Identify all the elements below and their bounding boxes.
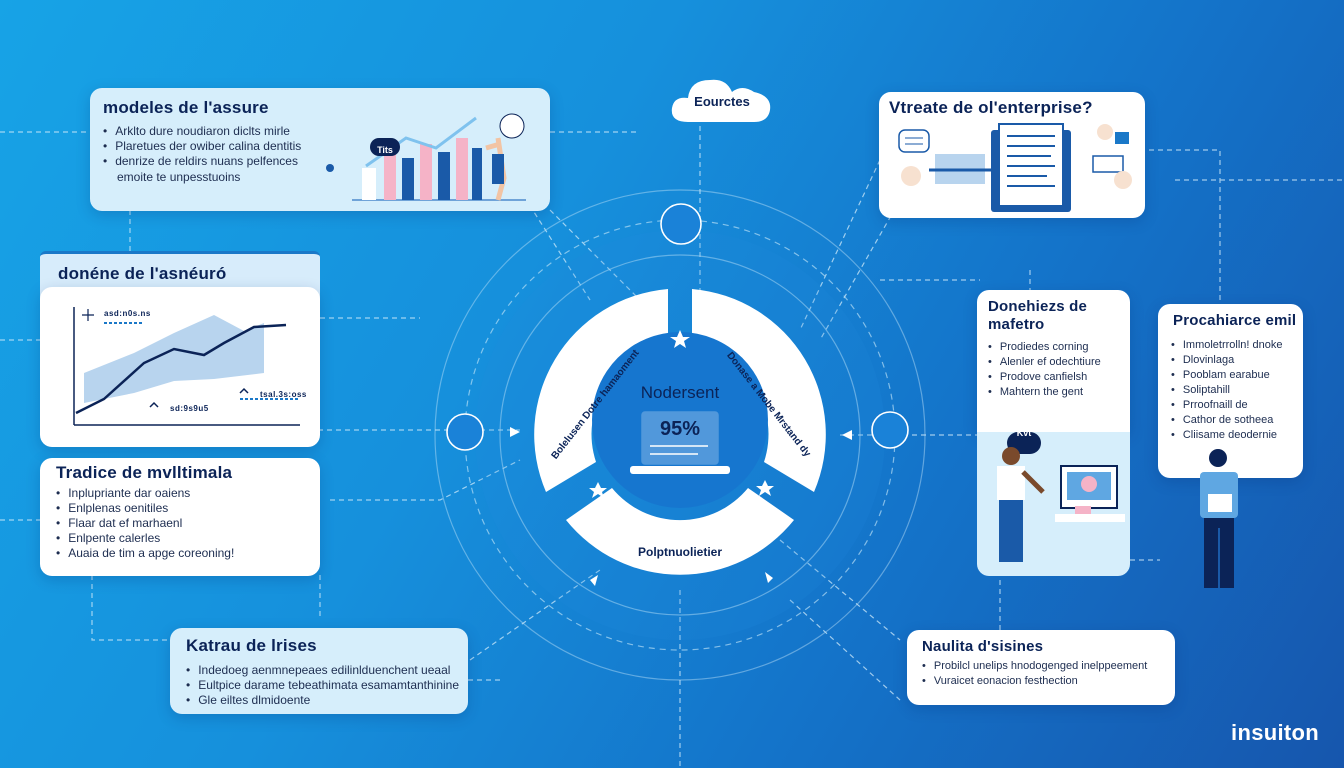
list-item: Enlplenas oenitiles <box>56 501 234 516</box>
cloud-label: Eourctes <box>694 94 750 109</box>
cloud-icon <box>671 79 771 122</box>
bubble-label: Kvt <box>1016 428 1032 438</box>
list-item: Plaretues der owiber calina dentitis <box>103 139 301 154</box>
donehiezs-title-line1: Donehiezs de <box>988 298 1088 315</box>
list-item: Enlpente calerles <box>56 531 234 546</box>
list-item: Dlovinlaga <box>1171 353 1283 368</box>
tradice-card: Tradice de mvlltimala Inplupriante dar o… <box>40 458 320 576</box>
list-item: Cathor de sotheea <box>1171 413 1283 428</box>
list-item: Indedoeg aenmnepeaes edilinlduenchent ue… <box>186 663 459 678</box>
brand-logo: insuiton <box>1231 720 1319 745</box>
list-item: Gle eiltes dlmidoente <box>186 693 459 708</box>
modeles-extra: emoite te unpesstuoins <box>117 170 241 184</box>
bar-illustration <box>326 113 526 201</box>
area-chart <box>73 307 300 426</box>
bubble-label: Tits <box>377 145 393 155</box>
kataru-title: Katrau de lrises <box>186 636 317 655</box>
hub-value: 95% <box>659 418 701 440</box>
vitreate-title: Vtreate de ol'enterprise? <box>889 98 1093 117</box>
tradice-list: Inplupriante dar oaiens Enlplenas oeniti… <box>56 486 234 561</box>
list-item: Arklto dure noudiaron diclts mirle <box>103 124 301 139</box>
list-item: Prodiedes corning <box>988 340 1101 355</box>
list-item: Prroofnaill de <box>1171 398 1283 413</box>
list-item: Alenler ef odechtiure <box>988 355 1101 370</box>
list-item: Vuraicet eonacion festhection <box>922 674 1147 689</box>
donehiezs-scene: Kvt <box>977 428 1130 576</box>
laptop-icon <box>630 411 730 474</box>
vitreate-card: Vtreate de ol'enterprise? <box>879 92 1145 218</box>
procahiarce-card: Procahiarce emil Immoletrrolln! dnoke Dl… <box>1158 304 1303 478</box>
hub-title: Nodersent <box>640 383 720 402</box>
tradice-title: Tradice de mvlltimala <box>56 463 233 482</box>
list-item: Auaia de tim a apge coreoning! <box>56 546 234 561</box>
procahiarce-list: Immoletrrolln! dnoke Dlovinlaga Pooblam … <box>1171 338 1283 443</box>
list-item: Pooblam earabue <box>1171 368 1283 383</box>
list-item: Eultpice darame tebeathimata esamamtanth… <box>186 678 459 693</box>
list-item: Inplupriante dar oaiens <box>56 486 234 501</box>
donnee-title: donéne de l'asnéuró <box>58 264 227 283</box>
list-item: Cliisame deodernie <box>1171 428 1283 443</box>
list-item: Probilcl unelips hnodogenged inelppeemen… <box>922 659 1147 674</box>
person-with-monitor-illustration <box>997 432 1125 562</box>
document-illustration <box>898 123 1132 212</box>
naulita-list: Probilcl unelips hnodogenged inelppeemen… <box>922 659 1147 689</box>
kataru-list: Indedoeg aenmnepeaes edilinlduenchent ue… <box>186 663 459 708</box>
list-item: Prodove canfielsh <box>988 370 1101 385</box>
naulita-card: Naulita d'sisines Probilcl unelips hnodo… <box>907 630 1175 705</box>
naulita-title: Naulita d'sisines <box>922 638 1044 655</box>
modeles-list: Arklto dure noudiaron diclts mirle Plare… <box>103 124 301 169</box>
donnee-chart-card: asd:n0s.ns sd:9s9u5 tsal.3s:oss <box>40 287 320 447</box>
person-with-tablet-illustration <box>1200 449 1238 588</box>
donehiezs-list: Prodiedes corning Alenler ef odechtiure … <box>988 340 1101 400</box>
donehiezs-card: Donehiezs de mafetro Prodiedes corning A… <box>977 290 1130 432</box>
procahiarce-title: Procahiarce emil <box>1173 312 1297 329</box>
chart-label: tsal.3s:oss <box>260 390 307 399</box>
kataru-card: Katrau de lrises Indedoeg aenmnepeaes ed… <box>170 628 468 714</box>
list-item: denrize de reldirs nuans pelfences <box>103 154 301 169</box>
chart-label: sd:9s9u5 <box>170 404 209 413</box>
list-item: Soliptahill <box>1171 383 1283 398</box>
modeles-card: modeles de l'assure Arklto dure noudiaro… <box>90 88 550 211</box>
list-item: Flaar dat ef marhaenl <box>56 516 234 531</box>
list-item: Mahtern the gent <box>988 385 1101 400</box>
arc-bottom-label: Polptnuolietier <box>638 545 722 559</box>
chart-label: asd:n0s.ns <box>104 309 151 318</box>
modeles-title: modeles de l'assure <box>103 98 269 117</box>
donehiezs-title-line2: mafetro <box>988 316 1045 333</box>
list-item: Immoletrrolln! dnoke <box>1171 338 1283 353</box>
